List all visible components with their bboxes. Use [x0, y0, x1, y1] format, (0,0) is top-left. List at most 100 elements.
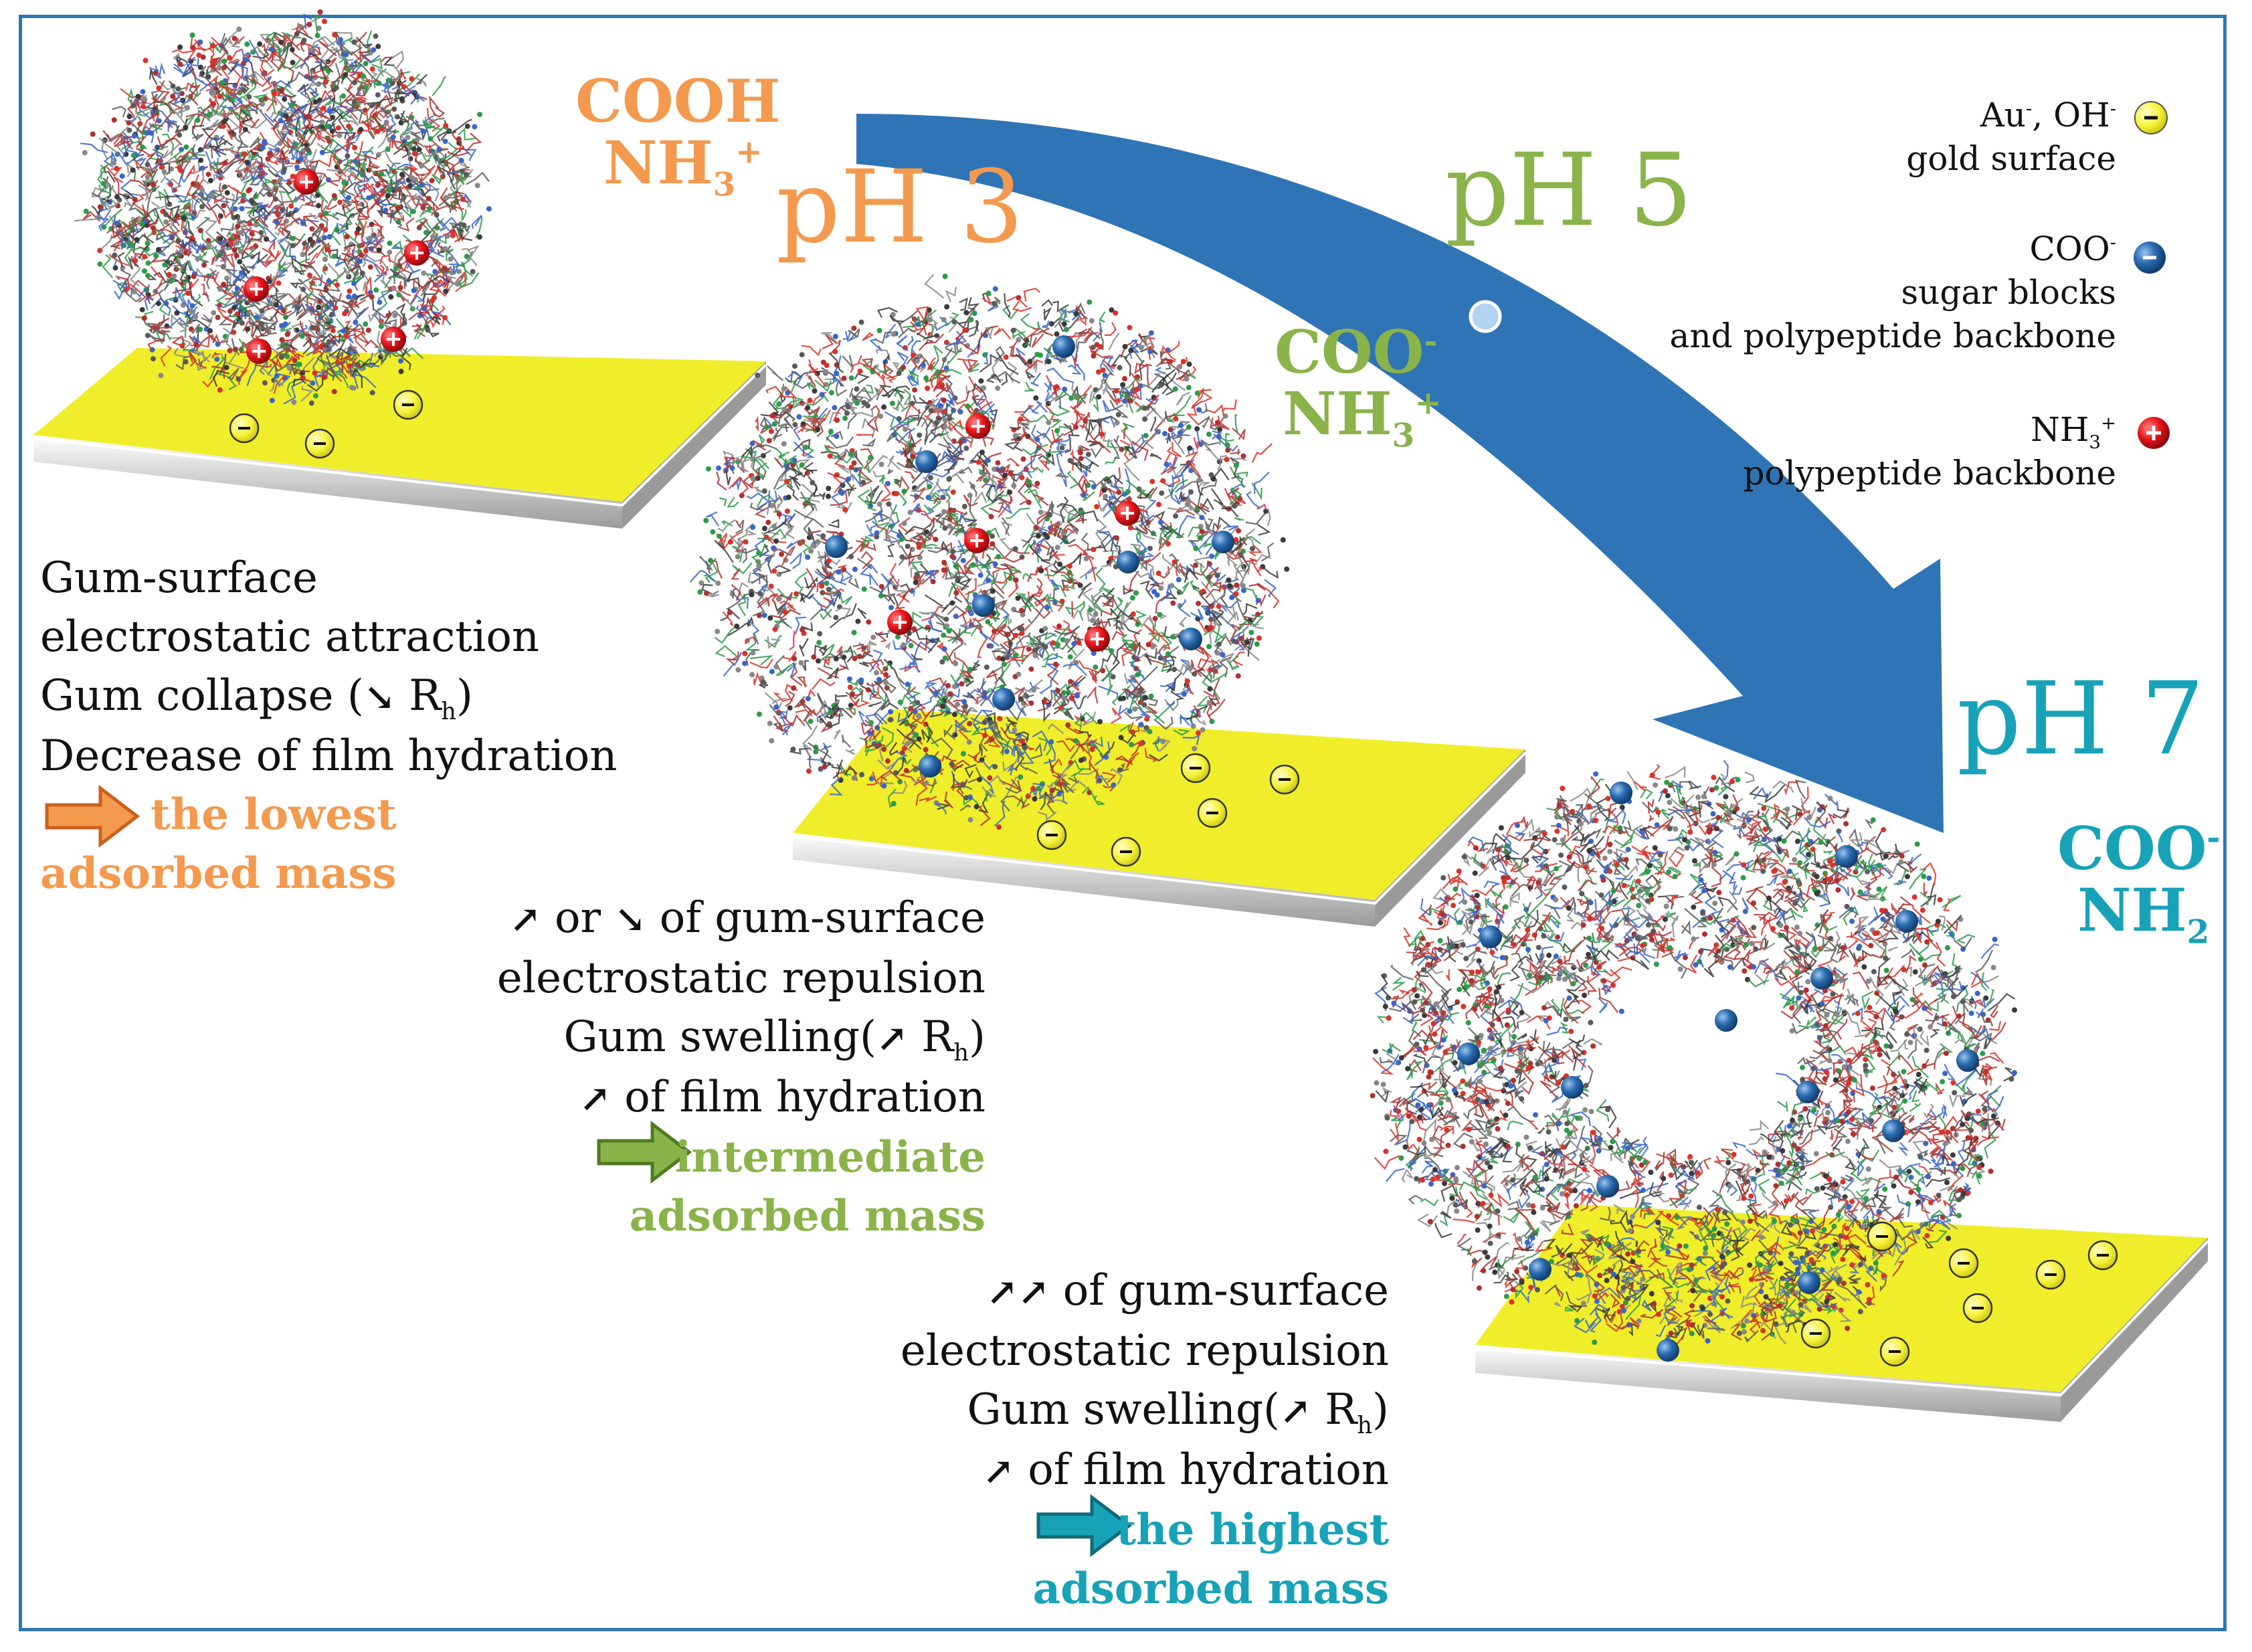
gum-atom	[436, 146, 442, 152]
gum-atom	[1147, 349, 1153, 355]
gum-strand	[1210, 488, 1224, 505]
gum-strand	[183, 220, 189, 232]
gum-atom	[979, 450, 985, 455]
gum-atom	[812, 388, 818, 394]
gum-strand	[364, 175, 379, 187]
gum-atom	[1067, 654, 1073, 660]
gum-atom	[182, 230, 188, 236]
gum-atom	[826, 558, 832, 564]
gum-atom	[866, 619, 872, 625]
gum-atom	[391, 106, 397, 112]
gum-atom	[365, 327, 371, 333]
gum-strand	[869, 572, 879, 587]
gum-strand	[147, 207, 160, 223]
gum-atom	[264, 236, 270, 242]
gum-strand	[227, 205, 233, 217]
gum-atom	[1034, 436, 1040, 442]
gum-atom	[1194, 426, 1200, 432]
gum-strand	[270, 274, 280, 293]
gum-strand	[862, 438, 876, 447]
gum-strand	[173, 63, 184, 74]
gum-atom	[779, 551, 785, 557]
gum-atom	[291, 399, 297, 405]
gum-atom	[810, 480, 816, 486]
gum-atom	[301, 37, 307, 43]
gum-atom	[1076, 640, 1082, 646]
gum-atom	[329, 311, 335, 317]
gum-atom	[97, 204, 103, 210]
gum-atom	[859, 771, 864, 777]
gum-atom	[734, 624, 740, 629]
gum-atom	[211, 58, 217, 64]
gum-strand	[994, 327, 1012, 340]
gum-strand	[1051, 550, 1065, 561]
gum-strand	[347, 76, 359, 92]
gum-strand	[355, 31, 367, 43]
gum-atom	[156, 118, 162, 124]
gum-atom	[771, 523, 777, 529]
gum-strand	[298, 296, 317, 318]
gum-atom	[868, 720, 874, 726]
gum-atom	[119, 173, 125, 179]
gum-atom	[848, 553, 854, 559]
gum-atom	[220, 123, 226, 129]
gum-atom	[249, 231, 255, 237]
gum-strand	[261, 43, 266, 52]
gum-atom	[1097, 418, 1103, 424]
gum-strand	[184, 316, 189, 339]
gum-atom	[228, 241, 234, 247]
gum-atom	[1145, 642, 1151, 648]
gum-atom	[1003, 354, 1009, 360]
gum-strand	[188, 351, 197, 367]
gum-strand	[294, 265, 306, 276]
gum-atom	[234, 286, 240, 292]
gum-strand	[393, 202, 412, 218]
gum-atom	[318, 223, 324, 229]
gum-atom	[174, 310, 180, 316]
gum-atom	[232, 206, 238, 212]
gum-atom	[153, 70, 159, 76]
gum-atom	[345, 153, 351, 159]
gum-strand	[168, 96, 183, 111]
gum-strand	[1154, 367, 1165, 375]
gum-atom	[832, 349, 838, 355]
gum-strand	[347, 302, 369, 318]
gum-strand	[153, 209, 165, 227]
gum-atom	[181, 215, 187, 221]
gum-atom	[760, 679, 766, 685]
gum-atom	[217, 286, 223, 292]
gum-atom	[913, 732, 919, 738]
gum-atom	[395, 205, 401, 211]
gum-strand	[811, 678, 836, 691]
gum-atom	[876, 328, 882, 333]
gum-atom	[1142, 405, 1148, 411]
gum-atom	[370, 102, 376, 108]
gum-atom	[1004, 654, 1010, 660]
gum-strand	[149, 70, 158, 86]
gum-strand	[363, 254, 381, 275]
gum-atom	[474, 183, 480, 189]
gum-atom	[464, 123, 470, 129]
gum-strand	[1082, 510, 1099, 524]
gum-strand	[1031, 333, 1044, 348]
gum-strand	[1074, 363, 1085, 381]
gum-atom	[858, 677, 864, 683]
gum-strand	[369, 58, 383, 70]
gum-strand	[399, 193, 409, 204]
gum-atom	[1002, 472, 1008, 478]
gum-strand	[248, 298, 272, 312]
gum-atom	[895, 634, 901, 640]
gum-strand	[415, 217, 439, 238]
gum-strand	[1206, 448, 1226, 461]
gum-atom	[960, 557, 966, 563]
gum-strand	[162, 143, 181, 159]
gum-atom	[223, 365, 229, 371]
gum-strand	[227, 367, 240, 381]
gum-atom	[765, 519, 771, 525]
gum-strand	[422, 292, 437, 302]
gum-strand	[834, 694, 848, 704]
gum-strand	[257, 257, 272, 268]
gum-strand	[1027, 565, 1043, 582]
gum-strand	[1007, 614, 1012, 626]
gum-atom	[901, 365, 907, 370]
